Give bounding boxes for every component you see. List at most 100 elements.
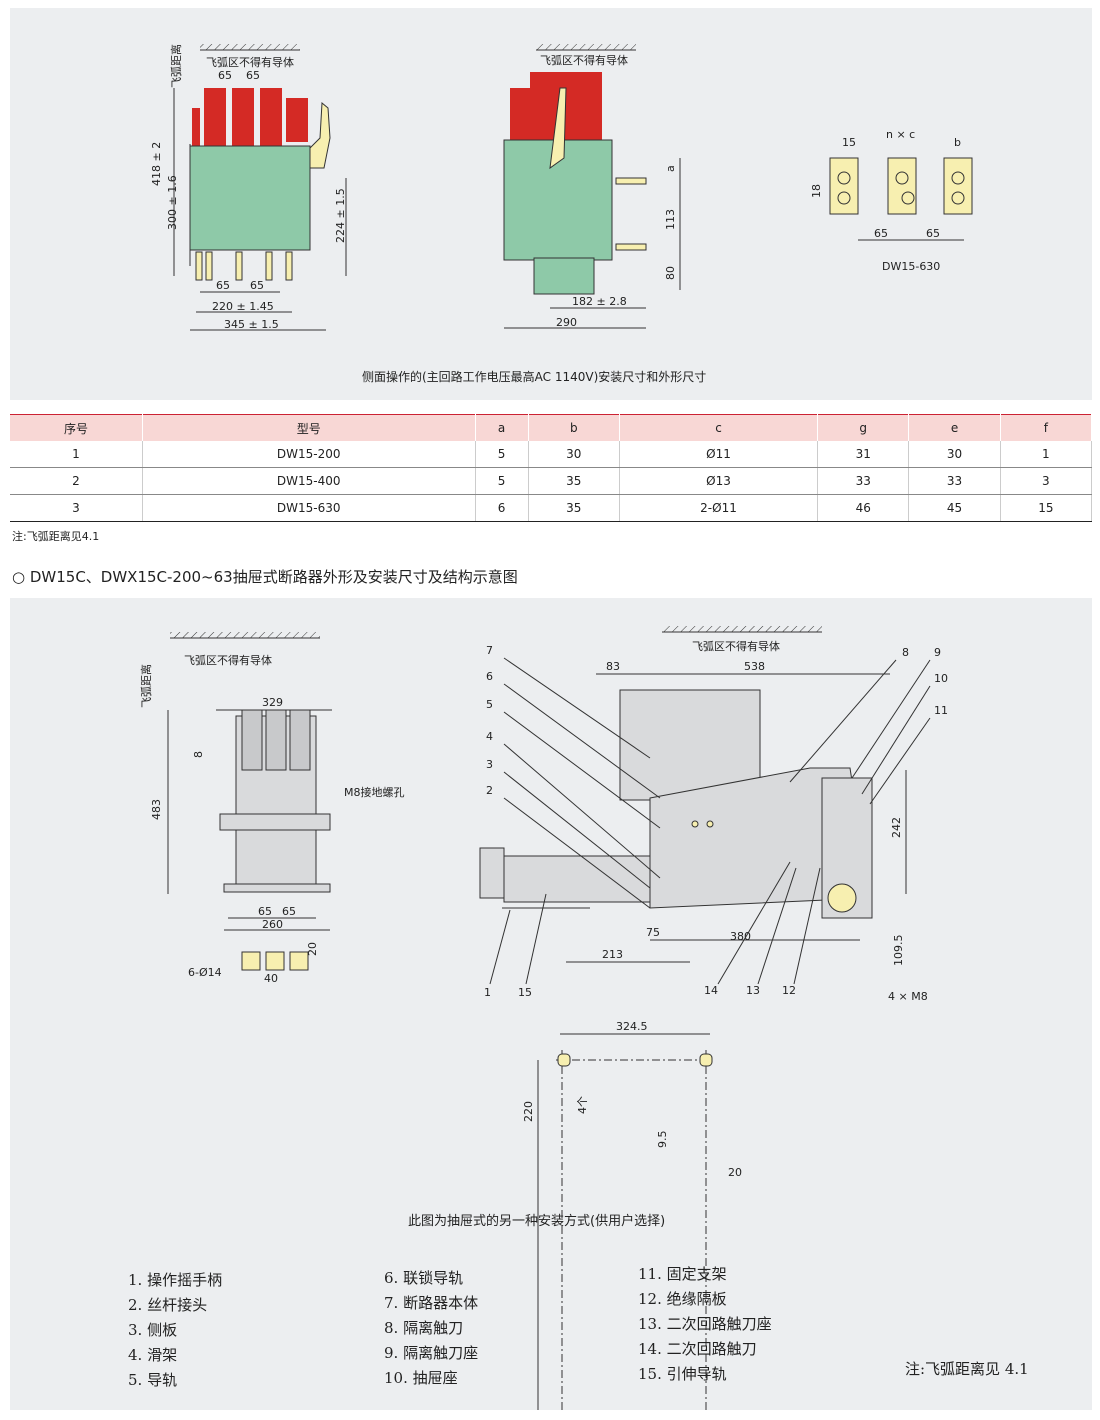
dim-label: 83 bbox=[606, 660, 620, 673]
callout-label: 12 bbox=[782, 984, 796, 997]
legend-item: 12. 绝缘隔板 bbox=[638, 1290, 727, 1308]
callout-label: 14 bbox=[704, 984, 718, 997]
callout-label: 13 bbox=[746, 984, 760, 997]
table-cell: 31 bbox=[817, 441, 910, 468]
table-cell: 30 bbox=[908, 441, 1001, 468]
callout-label: 9 bbox=[934, 646, 941, 659]
dim-label: 220 ± 1.45 bbox=[212, 300, 274, 313]
dim-label: 65 bbox=[258, 905, 272, 918]
bottom-diagram-panel: 飞弧距离 飞弧区不得有导体 329 8 483 M8接地螺孔 65 65 260… bbox=[10, 598, 1092, 1410]
legend-column-1: 1. 操作摇手柄 2. 丝杆接头 3. 侧板 4. 滑架 5. 导轨 bbox=[128, 1268, 222, 1393]
dim-label: 418 ± 2 bbox=[150, 142, 163, 186]
alt-mount-view: 324.5 220 4个 9.5 20 bbox=[522, 1020, 742, 1410]
table-row: 1 DW15-200 5 30 Ø11 31 30 1 bbox=[10, 441, 1093, 468]
dim-label: 80 bbox=[664, 266, 677, 280]
dim-label: 260 bbox=[262, 918, 283, 931]
callout-label: 2 bbox=[486, 784, 493, 797]
busbar-detail-view: 15 n × c b 18 65 65 DW15-630 bbox=[810, 128, 973, 273]
dim-label: 9.5 bbox=[656, 1131, 669, 1149]
dim-label: 40 bbox=[264, 972, 278, 985]
table-cell: 6 bbox=[475, 494, 529, 522]
arc-zone-label: 飞弧区不得有导体 bbox=[184, 653, 272, 667]
legend-column-2: 6. 联锁导轨 7. 断路器本体 8. 隔离触刀 9. 隔离触刀座 10. 抽屉… bbox=[384, 1266, 478, 1391]
left-front-view: 飞弧距离 飞弧区不得有导体 65 65 418 ± 2 300 ± 1.6 bbox=[150, 44, 347, 331]
callout-label: 1 bbox=[484, 986, 491, 999]
drawer-front-view: 飞弧距离 飞弧区不得有导体 329 8 483 M8接地螺孔 65 65 260… bbox=[139, 632, 405, 985]
breaker-body bbox=[189, 145, 311, 251]
table-header-row: 序号 型号 a b c g e f bbox=[10, 414, 1093, 441]
legend-item: 13. 二次回路触刀座 bbox=[638, 1315, 772, 1333]
table-cell: DW15-630 bbox=[142, 494, 476, 522]
dim-label: 380 bbox=[730, 930, 751, 943]
dim-label: 538 bbox=[744, 660, 765, 673]
red-pole bbox=[286, 98, 308, 142]
dim-label: 213 bbox=[602, 948, 623, 961]
table-cell: 2-Ø11 bbox=[619, 494, 819, 522]
callout-label: 3 bbox=[486, 758, 493, 771]
dim-label: n × c bbox=[886, 128, 915, 141]
column-header: e bbox=[908, 414, 1001, 441]
dim-label: 18 bbox=[810, 184, 823, 198]
table-note: 注:飞弧距离见4.1 bbox=[12, 530, 100, 543]
dim-label: 242 bbox=[890, 817, 903, 838]
callout-label: 4 bbox=[486, 730, 493, 743]
table-cell: 45 bbox=[908, 494, 1001, 522]
table-cell: Ø13 bbox=[619, 467, 819, 495]
section-title: ○ DW15C、DWX15C-200~63抽屉式断路器外形及安装尺寸及结构示意图 bbox=[12, 568, 518, 586]
top-dimension-drawing: 飞弧距离 飞弧区不得有导体 65 65 418 ± 2 300 ± 1.6 bbox=[150, 44, 973, 331]
legend-item: 14. 二次回路触刀 bbox=[638, 1340, 757, 1358]
dim-label: 8 bbox=[192, 751, 205, 758]
arc-zone-label: 飞弧区不得有导体 bbox=[206, 55, 294, 69]
table-cell: 33 bbox=[908, 467, 1001, 495]
drawer-side-view: 飞弧区不得有导体 83 538 242 109.5 75 380 213 4 ×… bbox=[479, 626, 948, 1003]
table-cell: 3 bbox=[10, 494, 143, 522]
callout-label: 15 bbox=[518, 986, 532, 999]
red-pole bbox=[232, 88, 254, 148]
bottom-dimension-drawing: 飞弧距离 飞弧区不得有导体 329 8 483 M8接地螺孔 65 65 260… bbox=[139, 626, 948, 1410]
top-diagram-panel: 飞弧距离 飞弧区不得有导体 65 65 418 ± 2 300 ± 1.6 bbox=[10, 8, 1092, 400]
legend-column-3: 11. 固定支架 12. 绝缘隔板 13. 二次回路触刀座 14. 二次回路触刀… bbox=[638, 1262, 772, 1387]
table-cell: 30 bbox=[528, 441, 620, 468]
dim-label: a bbox=[664, 165, 677, 172]
table-cell: 35 bbox=[528, 467, 620, 495]
red-pole bbox=[260, 88, 282, 148]
legend-item: 11. 固定支架 bbox=[638, 1265, 727, 1283]
column-header: f bbox=[1000, 414, 1093, 441]
legend-item: 4. 滑架 bbox=[128, 1346, 178, 1364]
bottom-diagram-caption: 此图为抽屉式的另一种安装方式(供用户选择) bbox=[408, 1214, 666, 1229]
column-header: 序号 bbox=[10, 414, 143, 441]
red-pole bbox=[192, 108, 200, 148]
callout-label: 7 bbox=[486, 644, 493, 657]
table-cell: 2 bbox=[10, 467, 143, 495]
callout-label: 5 bbox=[486, 698, 493, 711]
top-diagram-caption: 侧面操作的(主回路工作电压最高AC 1140V)安装尺寸和外形尺寸 bbox=[362, 370, 707, 384]
dim-label: 109.5 bbox=[892, 935, 905, 967]
dim-label: 4个 bbox=[576, 1096, 589, 1114]
legend-item: 7. 断路器本体 bbox=[384, 1294, 479, 1312]
table-cell: 5 bbox=[475, 441, 529, 468]
legend-item: 2. 丝杆接头 bbox=[128, 1296, 208, 1314]
dim-label: 224 ± 1.5 bbox=[334, 188, 347, 243]
dim-label: 483 bbox=[150, 799, 163, 820]
column-header: b bbox=[528, 414, 620, 441]
arc-zone-label: 飞弧区不得有导体 bbox=[540, 53, 628, 67]
table-cell: 1 bbox=[1000, 441, 1093, 468]
dim-label: 65 bbox=[250, 279, 264, 292]
table-cell: 35 bbox=[528, 494, 620, 522]
callout-label: 10 bbox=[934, 672, 948, 685]
legend-item: 3. 侧板 bbox=[128, 1321, 178, 1339]
callout-label: 11 bbox=[934, 704, 948, 717]
ground-hole-label: M8接地螺孔 bbox=[344, 786, 405, 799]
dim-label: 15 bbox=[842, 136, 856, 149]
dim-label: 20 bbox=[728, 1166, 742, 1179]
dim-label: 65 bbox=[926, 227, 940, 240]
dim-label: b bbox=[954, 136, 961, 149]
dim-label: 182 ± 2.8 bbox=[572, 295, 627, 308]
m8-label: 4 × M8 bbox=[888, 990, 928, 1003]
legend-item: 6. 联锁导轨 bbox=[384, 1269, 464, 1287]
column-header: g bbox=[817, 414, 910, 441]
table-row: 3 DW15-630 6 35 2-Ø11 46 45 15 bbox=[10, 494, 1093, 522]
callout-label: 8 bbox=[902, 646, 909, 659]
dim-label: 65 bbox=[246, 69, 260, 82]
table-cell: DW15-400 bbox=[142, 467, 476, 495]
